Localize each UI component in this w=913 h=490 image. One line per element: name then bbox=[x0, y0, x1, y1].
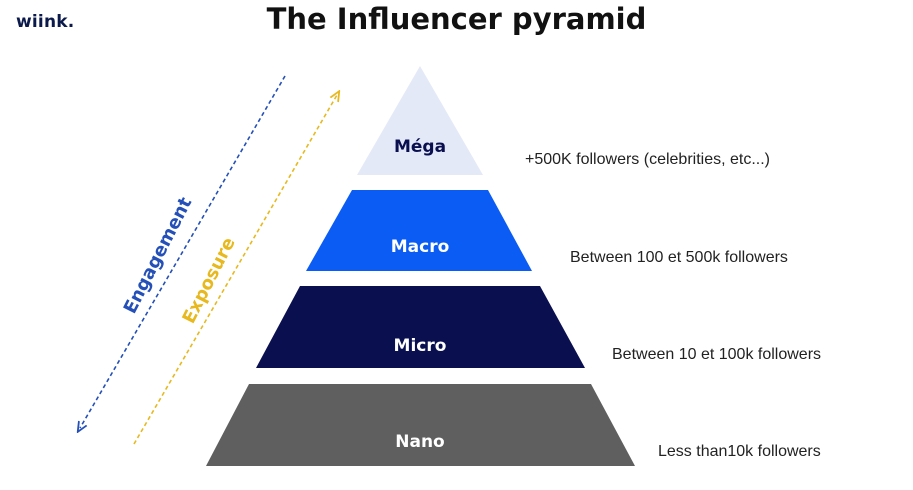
tier-nano-description: Less than10k followers bbox=[658, 443, 821, 460]
tier-micro-description: Between 10 et 100k followers bbox=[612, 346, 821, 363]
tier-nano-label: Nano bbox=[395, 432, 444, 452]
tier-nano-shape bbox=[206, 384, 635, 466]
exposure-label: Exposure bbox=[178, 234, 239, 327]
exposure-arrow bbox=[133, 95, 337, 445]
wiink-logo: wiink. bbox=[16, 12, 75, 32]
tier-mega-label: Méga bbox=[394, 137, 446, 157]
tier-macro-shape bbox=[306, 190, 532, 271]
engagement-label: Engagement bbox=[120, 194, 197, 318]
tier-micro-shape bbox=[256, 286, 585, 368]
tier-macro-label: Macro bbox=[391, 237, 450, 257]
tier-macro-description: Between 100 et 500k followers bbox=[570, 249, 788, 266]
tier-mega-description: +500K followers (celebrities, etc...) bbox=[525, 151, 770, 168]
tier-mega-shape bbox=[357, 66, 483, 175]
engagement-arrow bbox=[80, 75, 286, 428]
page-title: The Influencer pyramid bbox=[266, 2, 647, 36]
tier-micro-label: Micro bbox=[394, 336, 447, 356]
